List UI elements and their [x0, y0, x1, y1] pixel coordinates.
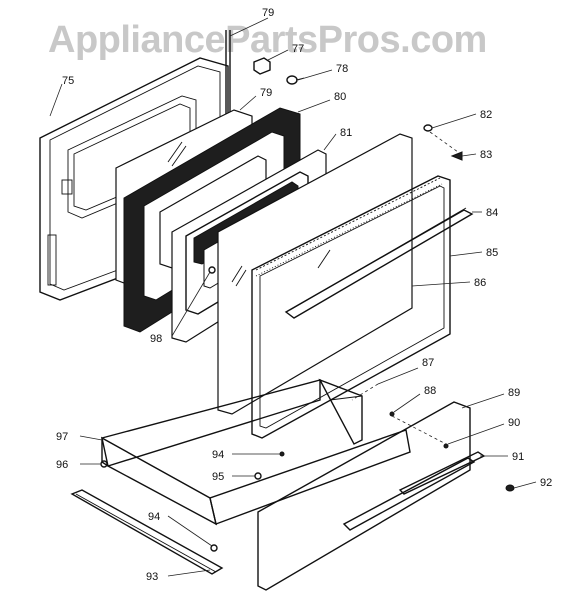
- fastener-95: [254, 472, 262, 480]
- callout-94-upper: 94: [212, 449, 224, 461]
- drawer-body: [100, 378, 411, 526]
- fastener-90: [443, 443, 449, 449]
- window-glass: [217, 133, 413, 415]
- door-clip: [253, 57, 271, 75]
- screw-78: [286, 75, 305, 85]
- callout-75: 75: [62, 75, 74, 87]
- callout-82: 82: [480, 109, 492, 121]
- fastener-88: [389, 411, 395, 417]
- door-handle: [284, 207, 474, 319]
- callout-80: 80: [334, 91, 346, 103]
- screw-98: [208, 266, 216, 274]
- drawer-front-panel: [257, 401, 476, 591]
- screw-82: [423, 124, 433, 132]
- screw-83: [450, 151, 463, 161]
- callout-92: 92: [540, 477, 552, 489]
- leader-lines: [49, 17, 537, 577]
- callout-97: 97: [56, 431, 68, 443]
- callout-94-lower: 94: [148, 511, 160, 523]
- callout-81: 81: [340, 127, 352, 139]
- callout-90: 90: [508, 417, 520, 429]
- fastener-94-lower: [210, 544, 218, 552]
- callout-98: 98: [150, 333, 162, 345]
- watermark-text: AppliancePartsPros.com: [48, 19, 487, 61]
- screw-92: [505, 484, 515, 492]
- callout-76: 79: [262, 7, 274, 19]
- callout-84: 84: [486, 207, 498, 219]
- callout-93: 93: [146, 571, 158, 583]
- callout-86: 86: [474, 277, 486, 289]
- callout-96: 96: [56, 459, 68, 471]
- callout-85: 85: [486, 247, 498, 259]
- fastener-94-upper: [279, 451, 285, 457]
- callout-labels: 79 75 77 78 79 80 81 82 83 84 85 86 87 8…: [56, 7, 552, 583]
- callout-95: 95: [212, 471, 224, 483]
- front-door-panel: [251, 175, 451, 439]
- callout-89: 89: [508, 387, 520, 399]
- callout-78: 78: [336, 63, 348, 75]
- drawer-rail: [70, 489, 224, 575]
- callout-83: 83: [480, 149, 492, 161]
- callout-87: 87: [422, 357, 434, 369]
- callout-77: 77: [292, 43, 304, 55]
- callout-91: 91: [512, 451, 524, 463]
- callout-79: 79: [260, 87, 272, 99]
- callout-88: 88: [424, 385, 436, 397]
